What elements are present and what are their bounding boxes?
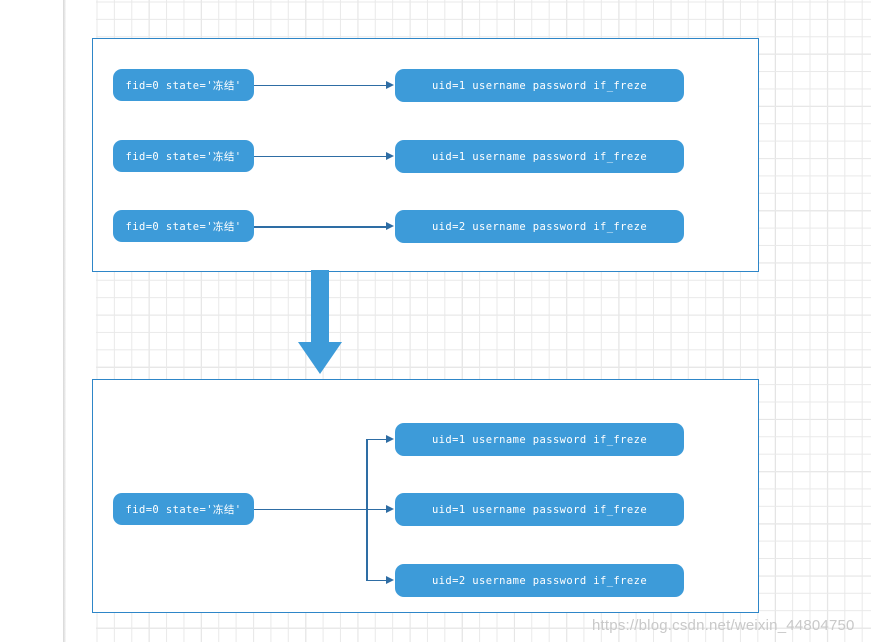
node-before-right-3[interactable]: uid=2 username password if_freze bbox=[395, 210, 684, 243]
node-before-left-1[interactable]: fid=0 state='冻结' bbox=[113, 69, 254, 101]
watermark-text: https://blog.csdn.net/weixin_44804750 bbox=[592, 617, 855, 634]
connector-after-2 bbox=[366, 508, 386, 510]
left-gutter bbox=[0, 0, 63, 642]
arrowhead-after-1-icon bbox=[386, 434, 394, 443]
node-after-left-1[interactable]: fid=0 state='冻结' bbox=[113, 493, 254, 525]
arrow-down-icon bbox=[296, 270, 344, 376]
node-after-right-2[interactable]: uid=1 username password if_freze bbox=[395, 493, 684, 526]
pane-divider[interactable] bbox=[63, 0, 66, 642]
arrowhead-before-3-icon bbox=[386, 222, 394, 230]
arrowhead-before-1-icon bbox=[386, 80, 394, 89]
connector-before-3 bbox=[254, 226, 386, 228]
connector-after-trunk bbox=[254, 508, 367, 510]
node-before-left-3[interactable]: fid=0 state='冻结' bbox=[113, 210, 254, 242]
node-before-right-1[interactable]: uid=1 username password if_freze bbox=[395, 69, 684, 102]
node-before-right-2[interactable]: uid=1 username password if_freze bbox=[395, 140, 684, 173]
connector-before-1 bbox=[254, 84, 386, 86]
arrowhead-after-3-icon bbox=[386, 575, 394, 584]
arrowhead-after-2-icon bbox=[386, 504, 394, 513]
connector-before-2 bbox=[254, 155, 386, 157]
canvas-left-margin bbox=[66, 0, 96, 642]
connector-after-1 bbox=[366, 438, 386, 440]
connector-after-3 bbox=[366, 579, 386, 581]
connector-after-bus bbox=[366, 439, 368, 581]
node-after-right-1[interactable]: uid=1 username password if_freze bbox=[395, 423, 684, 456]
arrowhead-before-2-icon bbox=[386, 151, 394, 160]
node-after-right-3[interactable]: uid=2 username password if_freze bbox=[395, 564, 684, 597]
node-before-left-2[interactable]: fid=0 state='冻结' bbox=[113, 140, 254, 172]
